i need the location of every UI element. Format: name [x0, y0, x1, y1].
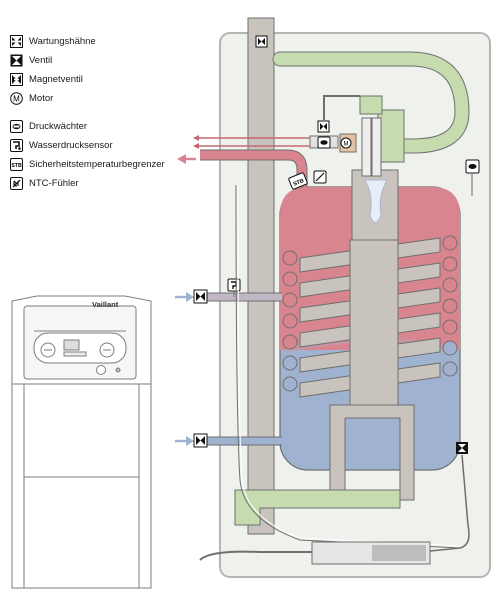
- flue-pipe: [248, 18, 274, 534]
- coil-loop: [443, 341, 457, 355]
- motor-icon: M: [341, 138, 351, 148]
- pressure-switch-icon: [318, 137, 330, 148]
- solenoid-valve-icon: [318, 121, 329, 132]
- coil-loop: [443, 299, 457, 313]
- coil-loop: [443, 278, 457, 292]
- arrow-icon: [193, 135, 199, 141]
- pressure-switch-icon: [466, 160, 479, 173]
- coil-loop: [443, 236, 457, 250]
- arrow-icon: [186, 436, 194, 446]
- coil-loop: [443, 257, 457, 271]
- coil-loop: [283, 314, 297, 328]
- coil-loop: [283, 377, 297, 391]
- coil-loop: [283, 293, 297, 307]
- coil-loop: [283, 335, 297, 349]
- coil-loop: [443, 320, 457, 334]
- arrow-icon: [193, 143, 199, 149]
- arrow-icon: [177, 154, 186, 164]
- inner-flue: [350, 240, 398, 405]
- motor-symbol-text: M: [344, 142, 349, 148]
- coil-loop: [283, 272, 297, 286]
- arrow-icon: [186, 292, 194, 302]
- maintenance-valve-icon: [194, 434, 207, 447]
- coil-loop: [283, 356, 297, 370]
- appliance-brand-logo: Vaillant: [92, 300, 119, 309]
- valve-icon: [456, 442, 468, 454]
- maintenance-valve-icon: [256, 36, 267, 47]
- appliance-illustration: [12, 296, 151, 588]
- ntc-sensor-icon: [314, 171, 326, 183]
- coil-loop: [283, 251, 297, 265]
- coil-loop: [443, 362, 457, 376]
- maintenance-valve-icon: [194, 290, 207, 303]
